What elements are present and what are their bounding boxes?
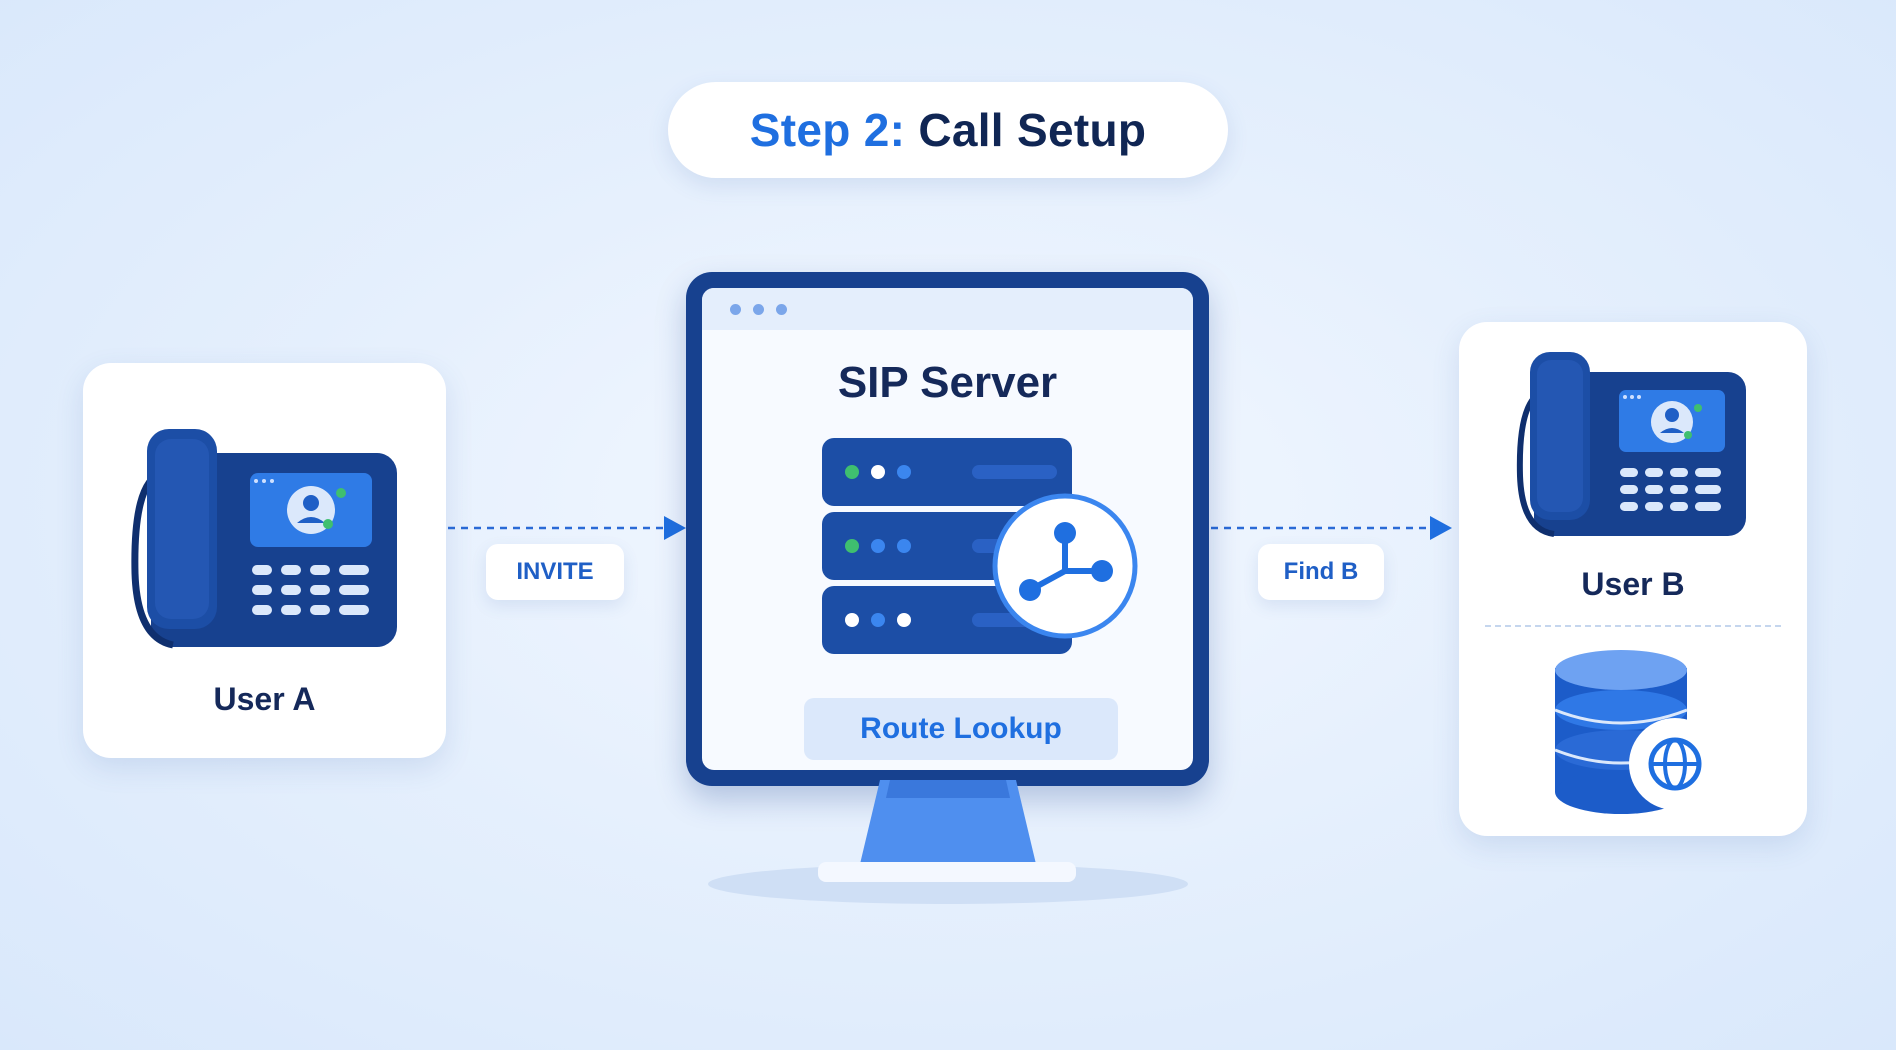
sip-server-label: SIP Server <box>837 358 1058 407</box>
window-dot <box>730 304 741 315</box>
user-a-label: User A <box>213 681 316 717</box>
desk-phone-icon <box>131 429 397 649</box>
window-dot <box>753 304 764 315</box>
user-b-label: User B <box>1581 566 1685 602</box>
arrow-invite-head <box>664 516 686 540</box>
edge-label-find-b: Find B <box>1258 544 1384 600</box>
title-step: Step 2: <box>749 104 906 156</box>
database-globe-icon <box>1554 650 1721 814</box>
route-lookup-label: Route Lookup <box>804 698 1118 760</box>
window-titlebar <box>702 288 1193 330</box>
card-divider <box>1485 625 1781 627</box>
title-name: Call Setup <box>918 104 1147 156</box>
monitor-stand <box>708 780 1188 904</box>
desk-phone-icon <box>1516 352 1746 537</box>
arrow-findb-head <box>1430 516 1452 540</box>
diagram-title: Step 2: Call Setup <box>668 82 1228 178</box>
edge-label-invite: INVITE <box>486 544 624 600</box>
window-dot <box>776 304 787 315</box>
user-a-card[interactable]: User A <box>83 363 446 758</box>
monitor-screen: SIP Server Route Looku <box>702 288 1193 770</box>
user-b-card[interactable]: User B <box>1459 322 1807 836</box>
monitor-frame: SIP Server Route Looku <box>686 272 1209 786</box>
routing-nodes-icon <box>992 493 1138 639</box>
